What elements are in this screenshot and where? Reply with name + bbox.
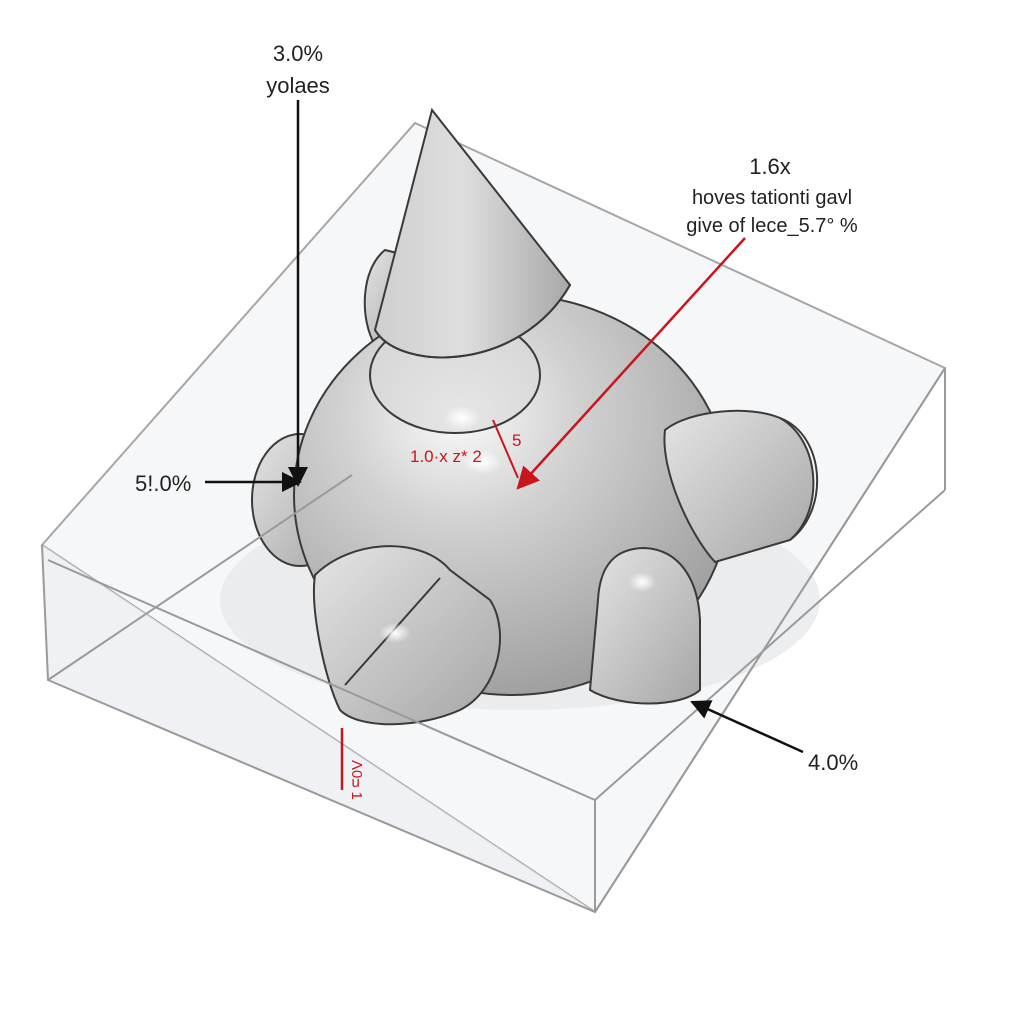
highlight-spot (462, 450, 502, 474)
top-left-name-label: yolaes (266, 73, 330, 98)
bottom-red-label: Λ0ᴝ 1 (348, 760, 365, 800)
center-red-number: 5 (512, 431, 521, 450)
spiky-body (251, 107, 819, 726)
cone-base-rim (374, 284, 571, 359)
center-red-tick (492, 419, 519, 479)
top-right-red-arrow (516, 237, 746, 490)
top-left-value-label: 3.0% (273, 41, 323, 66)
right-lobe (663, 409, 815, 564)
box-bottom-front-edge (47, 559, 596, 801)
top-right-value-label: 1.6x (749, 154, 791, 179)
glass-box-front (41, 367, 946, 914)
highlight-spot (379, 623, 411, 643)
box-front-edge (41, 367, 946, 914)
highlight-spot (628, 572, 656, 592)
left-value-label: 5!.0% (135, 471, 191, 496)
highlight-spot (444, 406, 480, 430)
box-inner-edge (47, 474, 353, 681)
right-lobe-face (779, 417, 819, 541)
center-red-label: 1.0·x z* 2 (410, 447, 482, 466)
bottom-right-lobe (588, 546, 701, 705)
bottom-right-arrow (690, 700, 804, 754)
top-right-line1-label: hoves tationti gavl (692, 187, 852, 209)
box-left-face (42, 545, 595, 912)
bottom-right-value-label: 4.0% (808, 750, 858, 775)
box-bottom-edge (594, 489, 946, 801)
top-right-line2-label: give of lece_5.7° % (686, 215, 858, 237)
